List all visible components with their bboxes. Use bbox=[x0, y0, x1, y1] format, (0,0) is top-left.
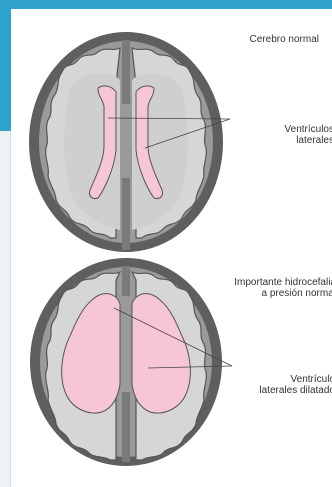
label-lateral-ventricles: Ventrículos laterales bbox=[248, 124, 332, 146]
label-dilated-ventricles: Ventrículos laterales dilatados bbox=[250, 374, 332, 396]
figure-labels: Cerebro normal Ventrículos laterales Imp… bbox=[18, 14, 326, 480]
panel-title-normal: Cerebro normal bbox=[250, 34, 319, 45]
panel-title-hydrocephalus: Importante hidrocefalia a presión normal bbox=[200, 277, 332, 299]
